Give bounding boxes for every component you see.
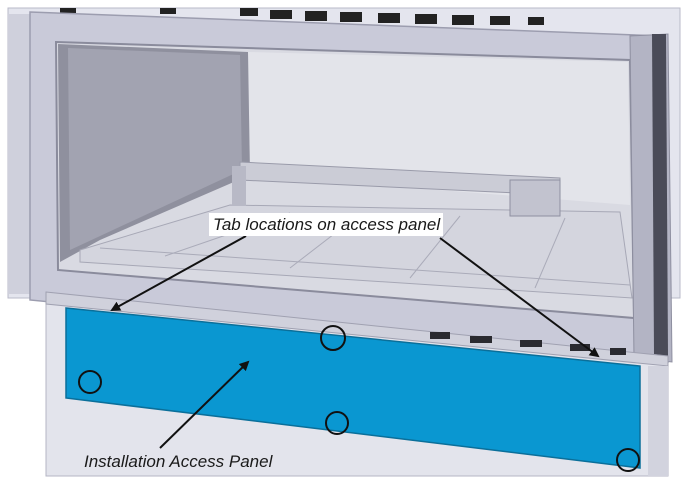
tab-locations-label: Tab locations on access panel [209,213,444,236]
top-vent-slots [60,8,544,25]
base-right-side [648,366,668,476]
tab-marker-circle [320,325,346,351]
installation-access-panel-label: Installation Access Panel [84,452,273,471]
tab-marker-circle [616,448,640,472]
arrow-to-right-tab [439,237,600,358]
right-frame-dark-edge [652,34,668,356]
left-side-strip [8,14,30,294]
tab-marker-circle [78,370,102,394]
arrow-to-left-tab [110,235,247,311]
firebox-left-wall-highlight [68,48,242,250]
installation-access-panel [65,307,641,469]
base-slots [430,332,626,355]
control-box-side [232,166,246,206]
tab-marker-circle [325,411,349,435]
tab-markers [78,325,640,472]
control-box [509,179,561,217]
arrow-to-access-panel [159,360,250,449]
